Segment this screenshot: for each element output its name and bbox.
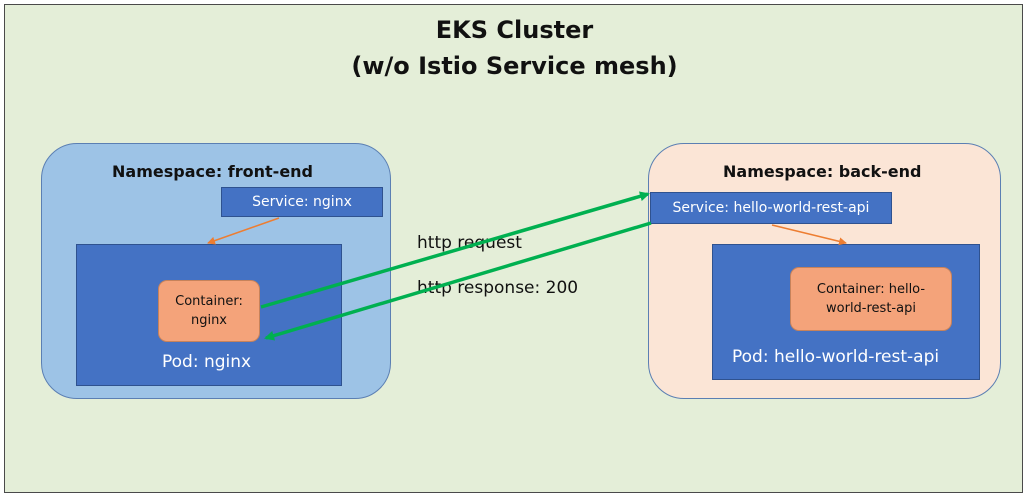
- backend-service-to-pod-arrow: [771, 224, 847, 246]
- pod-nginx-label: Pod: nginx: [162, 352, 252, 372]
- container-nginx: Container: nginx: [158, 280, 260, 342]
- namespace-back-end-label: Namespace: back-end: [723, 162, 922, 181]
- container-nginx-line1: Container:: [175, 293, 243, 309]
- container-hello-world-rest-api-line1: Container: hello-: [816, 281, 926, 297]
- http-request-arrow: [260, 191, 650, 309]
- cluster-title: EKS Cluster: [435, 16, 594, 44]
- service-nginx: Service: nginx: [221, 187, 383, 217]
- service-hello-world-rest-api: Service: hello-world-rest-api: [650, 192, 892, 224]
- container-hello-world-rest-api: Container: hello- world-rest-api: [790, 267, 952, 331]
- nginx-service-to-pod-arrow: [207, 217, 280, 245]
- http-response-arrow: [264, 221, 652, 341]
- container-nginx-line2: nginx: [190, 313, 228, 328]
- container-hello-world-rest-api-line2: world-rest-api: [826, 301, 916, 316]
- namespace-front-end-label: Namespace: front-end: [112, 162, 314, 181]
- pod-hello-world-rest-api-label: Pod: hello-world-rest-api: [732, 347, 940, 367]
- http-response-label: http response: 200: [417, 278, 579, 298]
- cluster-subtitle: (w/o Istio Service mesh): [351, 52, 678, 80]
